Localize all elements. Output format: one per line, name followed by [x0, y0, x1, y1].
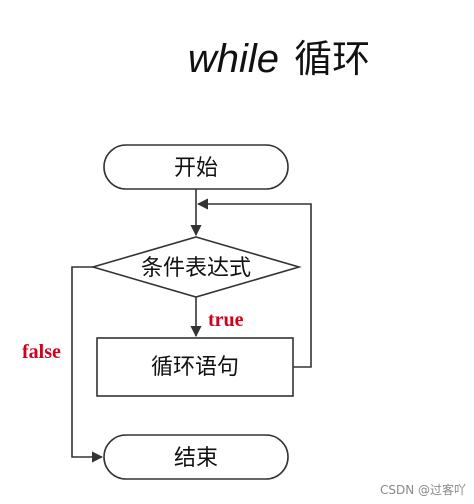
edge-loop-back — [196, 198, 312, 368]
loop-body-label: 循环语句 — [151, 355, 239, 380]
edge-condition-to-end-false — [71, 266, 104, 463]
watermark: CSDN @过客吖 — [380, 482, 466, 497]
title-keyword: while — [188, 37, 279, 81]
false-label: false — [22, 341, 61, 363]
true-label: true — [208, 309, 244, 331]
start-label: 开始 — [174, 156, 218, 181]
condition-label: 条件表达式 — [141, 256, 251, 281]
title: while 循环 — [188, 37, 370, 81]
end-label: 结束 — [174, 446, 218, 471]
end-node — [103, 434, 289, 480]
title-text: 循环 — [294, 37, 370, 81]
